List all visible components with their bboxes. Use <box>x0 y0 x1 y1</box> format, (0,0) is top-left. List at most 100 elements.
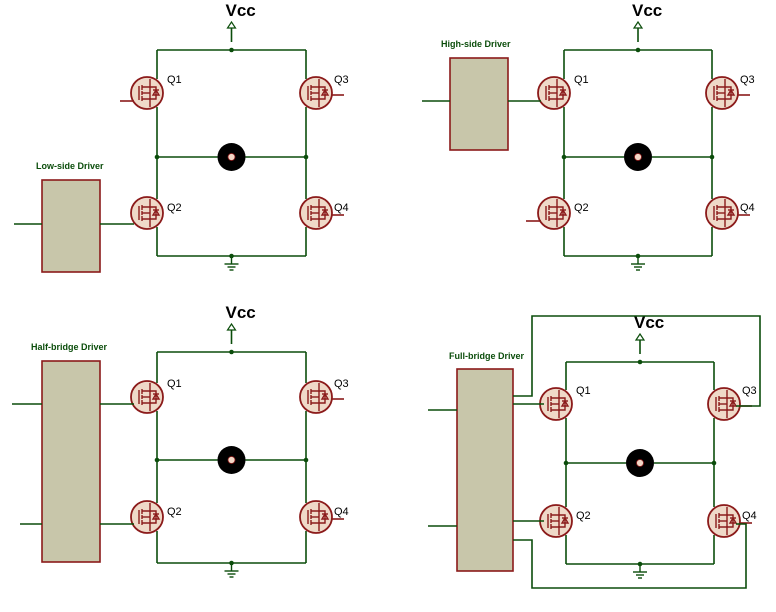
transistor-label: Q3 <box>740 74 755 86</box>
transistor-label: Q4 <box>742 510 757 522</box>
motor-icon <box>626 449 654 477</box>
q4-gate-wire <box>513 523 747 589</box>
mosfet-q3 <box>299 76 333 110</box>
transistor-label: Q2 <box>574 202 589 214</box>
junction-dot <box>563 460 569 466</box>
vcc-label: Vcc <box>632 1 662 20</box>
diode-lead <box>150 206 157 220</box>
motor-shaft <box>636 459 644 467</box>
driver-box <box>449 57 509 151</box>
motor-icon <box>624 143 652 171</box>
transistor-label: Q2 <box>167 506 182 518</box>
diode-lead <box>559 397 566 411</box>
motor-shaft <box>634 153 642 161</box>
diode-lead <box>559 514 566 528</box>
mosfet-q4 <box>299 196 333 230</box>
transistor-label: Q4 <box>334 202 349 214</box>
vcc-arrow-icon <box>634 332 646 341</box>
mosfet-q2 <box>537 196 571 230</box>
diode-lead <box>319 206 326 220</box>
junction-dot <box>154 457 160 463</box>
vcc-label: Vcc <box>226 303 256 322</box>
motor-icon <box>217 446 246 474</box>
diode-lead <box>319 390 326 404</box>
junction-dot <box>229 349 234 355</box>
diode-lead <box>725 86 732 100</box>
diode-lead <box>557 86 564 100</box>
motor-shaft <box>227 153 236 161</box>
diode-lead <box>150 510 157 524</box>
driver-label: Half-bridge Driver <box>31 342 108 352</box>
driver-box <box>41 179 101 273</box>
mosfet-q1 <box>130 380 164 414</box>
driver-box <box>41 360 101 563</box>
ground-icon <box>631 256 645 271</box>
junction-dot <box>303 154 309 160</box>
driver-label: High-side Driver <box>441 39 511 49</box>
ground-icon <box>633 564 647 579</box>
driver-label: Low-side Driver <box>36 161 104 171</box>
junction-dot <box>637 359 643 365</box>
vcc-supply <box>226 20 237 42</box>
vcc-arrow-icon <box>226 20 237 29</box>
mosfet-q2 <box>539 504 573 538</box>
diode-lead <box>319 86 326 100</box>
diode-lead <box>557 206 564 220</box>
diode-lead <box>150 86 157 100</box>
motor-icon <box>217 143 246 171</box>
vcc-arrow-icon <box>226 322 237 331</box>
mosfet-q2 <box>130 196 164 230</box>
transistor-label: Q1 <box>574 74 589 86</box>
mosfet-q1 <box>130 76 164 110</box>
mosfet-q4 <box>707 504 741 538</box>
vcc-label: Vcc <box>226 1 256 20</box>
transistor-label: Q2 <box>167 202 182 214</box>
mosfet-q2 <box>130 500 164 534</box>
transistor-label: Q4 <box>334 506 349 518</box>
mosfet-q1 <box>539 387 573 421</box>
junction-dot <box>709 154 715 160</box>
diode-lead <box>319 510 326 524</box>
transistor-label: Q3 <box>334 378 349 390</box>
junction-dot <box>635 47 641 53</box>
vcc-label: Vcc <box>634 313 664 332</box>
ground-icon <box>224 256 239 271</box>
diode-lead <box>727 514 734 528</box>
transistor-label: Q1 <box>167 74 182 86</box>
driver-label: Full-bridge Driver <box>449 351 525 361</box>
mosfet-q3 <box>707 387 741 421</box>
mosfet-q1 <box>537 76 571 110</box>
mosfet-q3 <box>299 380 333 414</box>
junction-dot <box>154 154 160 160</box>
transistor-label: Q3 <box>742 385 757 397</box>
driver-box <box>456 368 514 572</box>
mosfet-q4 <box>299 500 333 534</box>
q3-gate-wire <box>513 315 761 407</box>
vcc-arrow-icon <box>632 20 644 29</box>
motor-shaft <box>227 456 236 464</box>
vcc-supply <box>634 332 646 354</box>
vcc-supply <box>226 322 237 344</box>
junction-dot <box>303 457 309 463</box>
transistor-label: Q2 <box>576 510 591 522</box>
transistor-label: Q4 <box>740 202 755 214</box>
diode-lead <box>150 390 157 404</box>
diode-lead <box>725 206 732 220</box>
ground-icon <box>224 563 239 578</box>
junction-dot <box>561 154 567 160</box>
vcc-supply <box>632 20 644 42</box>
transistor-label: Q3 <box>334 74 349 86</box>
transistor-label: Q1 <box>167 378 182 390</box>
diode-lead <box>727 397 734 411</box>
transistor-label: Q1 <box>576 385 591 397</box>
mosfet-q4 <box>705 196 739 230</box>
junction-dot <box>229 47 234 53</box>
mosfet-q3 <box>705 76 739 110</box>
junction-dot <box>711 460 717 466</box>
